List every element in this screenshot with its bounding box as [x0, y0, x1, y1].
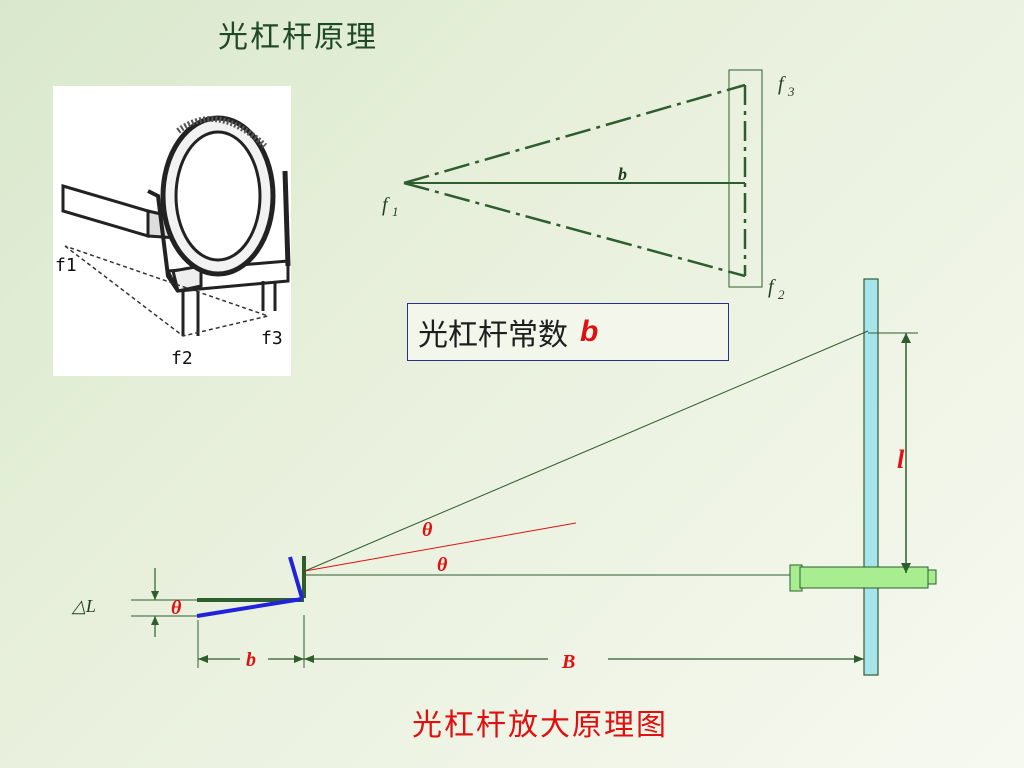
svg-text:f: f: [768, 276, 776, 298]
diagram-caption: 光杠杆放大原理图: [412, 708, 668, 743]
scale-ruler: [863, 278, 879, 676]
mirror-tilted: [288, 556, 304, 599]
reflected-ray: [304, 330, 869, 572]
lever-constant-box: 光杠杆常数 b: [407, 303, 729, 361]
label-delta-l: △L: [71, 596, 96, 616]
dashdot-line-f1-f3: [403, 83, 746, 185]
label-l: l: [897, 445, 905, 474]
optical-lever-photo: f1 f2 f3: [53, 86, 291, 376]
telescope: [789, 564, 937, 592]
photo-label-f3: f3: [261, 328, 283, 349]
svg-text:2: 2: [778, 287, 785, 302]
photo-label-f1: f1: [55, 255, 77, 276]
label-theta-2: θ: [437, 554, 448, 576]
top-label-f3: f 3: [778, 73, 795, 99]
dashdot-line-f1-f2: [403, 181, 746, 278]
svg-text:f: f: [382, 194, 390, 216]
top-label-f2: f 2: [768, 276, 785, 302]
top-label-f1: f 1: [382, 194, 399, 219]
photo-label-f2: f2: [171, 348, 193, 369]
label-B: B: [561, 651, 575, 673]
label-b: b: [246, 649, 256, 671]
label-theta-3: θ: [171, 597, 182, 619]
lever-constant-symbol: b: [580, 315, 599, 348]
slide-title: 光杠杆原理: [218, 20, 378, 55]
top-label-b: b: [618, 164, 627, 184]
lever-constant-text: 光杠杆常数: [418, 318, 568, 353]
mirror-frame-top: [728, 69, 763, 288]
svg-text:1: 1: [392, 204, 399, 219]
svg-text:f: f: [778, 73, 786, 95]
lever-arm-tilted: [196, 597, 303, 618]
normal-line-red: [304, 522, 577, 572]
svg-text:3: 3: [787, 84, 795, 99]
label-theta-1: θ: [422, 519, 433, 541]
